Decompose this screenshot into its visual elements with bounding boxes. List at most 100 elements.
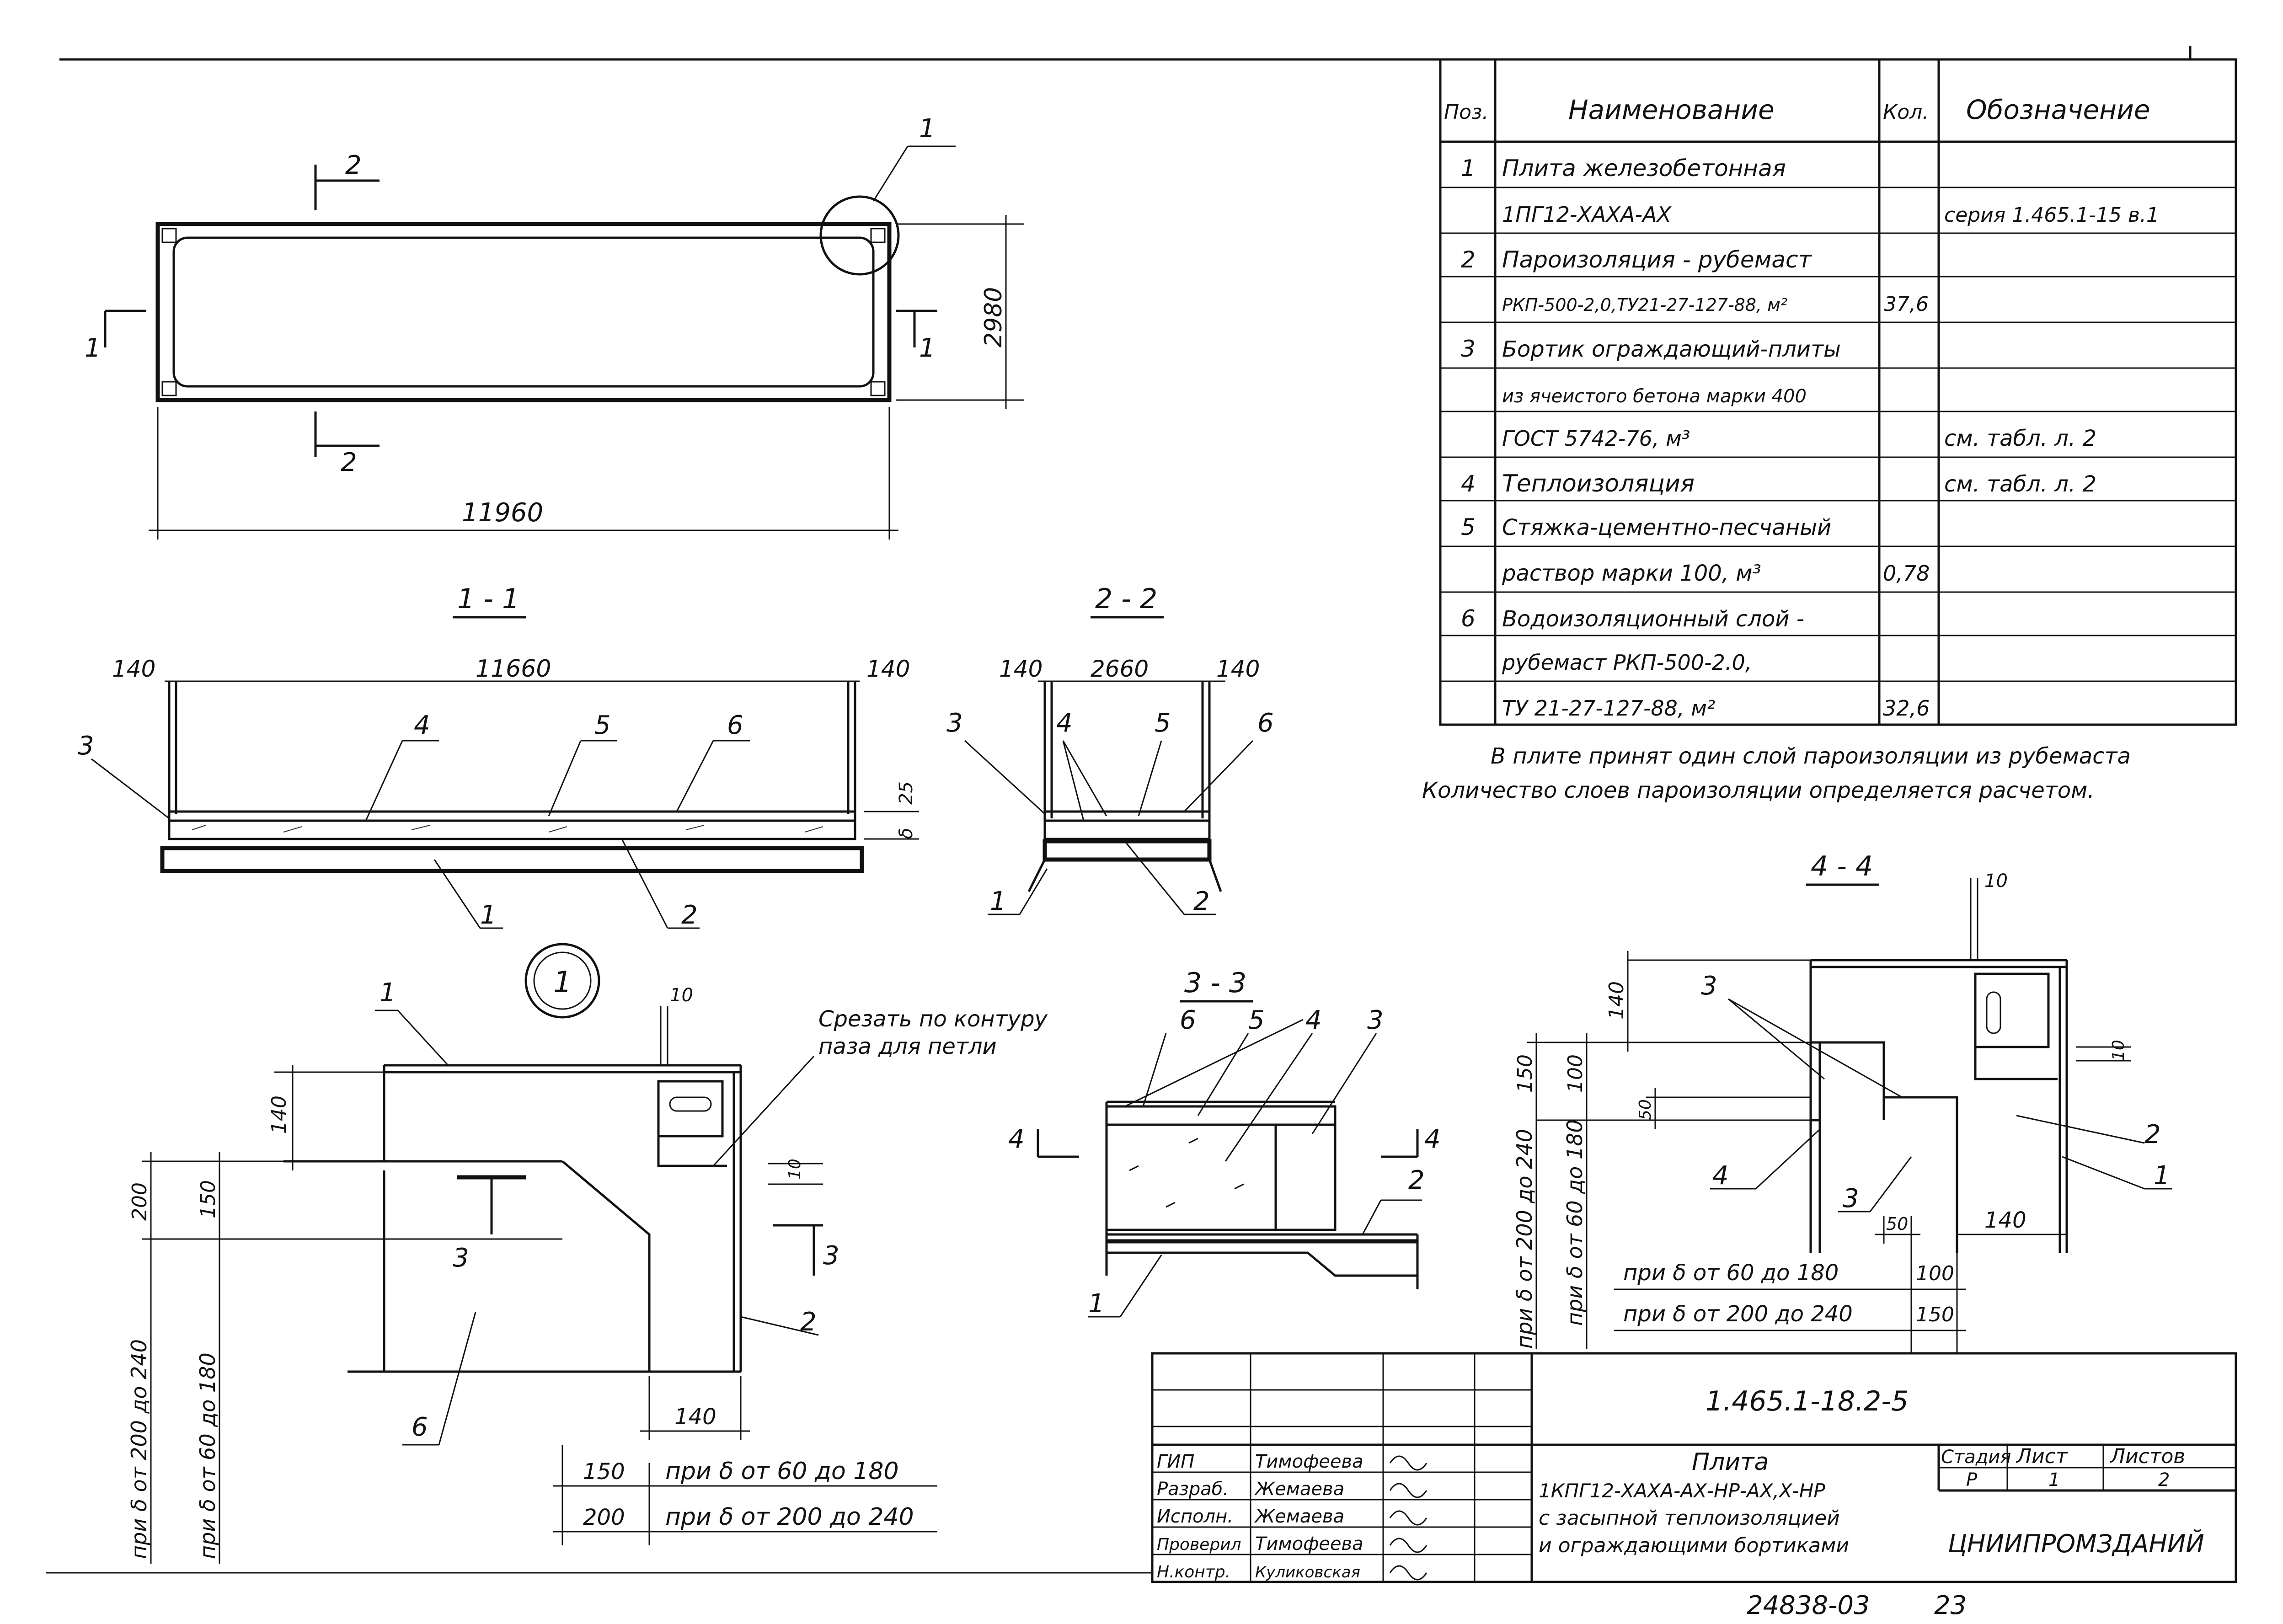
- label-section-1-1-labels-0: 3: [78, 731, 94, 761]
- label-section-1-1-dim-25: 25: [896, 781, 917, 805]
- spec-header-name: Наименование: [1568, 94, 1775, 125]
- plan-dim-length: 11960: [462, 498, 543, 528]
- spec-row: 4 Теплоизоляция см. табл. л. 2: [1461, 470, 2096, 497]
- detail-1-cut-note-1: Срезать по контуру: [818, 1006, 1048, 1032]
- label-section-4-4-dim-100: 100: [1564, 1054, 1587, 1093]
- label-detail-1-dim-10: 10: [786, 1159, 804, 1180]
- signature-mark: [1389, 1565, 1428, 1581]
- label-title-block-names-3: Тимофеева: [1255, 1533, 1363, 1555]
- spec-header-pos: Поз.: [1444, 101, 1488, 124]
- label-title-block-names-1: Жемаева: [1254, 1479, 1344, 1500]
- label-title-block-names-0: Тимофеева: [1255, 1451, 1363, 1472]
- label-title-block-sheets: 2: [2158, 1469, 2170, 1490]
- label-detail-1-label-6: 6: [412, 1412, 428, 1442]
- label-detail-1-table-150: 150: [583, 1459, 625, 1485]
- plan-inner-contour: [172, 236, 875, 388]
- label-section-1-1-labels-5: 2: [681, 900, 698, 930]
- label-detail-1-dim-140b: 140: [674, 1404, 716, 1430]
- label-spec-table-rows-7-name: Теплоизоляция: [1502, 470, 1695, 497]
- plan-outline: [155, 222, 892, 402]
- label-spec-table-rows-2-name: Пароизоляция - рубемаст: [1502, 246, 1812, 273]
- label-section-4-4-dim-10-right: 10: [2109, 1040, 2128, 1061]
- signature-mark: [1389, 1483, 1428, 1498]
- plan-dim-width: 2980: [980, 287, 1007, 347]
- label-section-4-4-dim-50: 50: [1636, 1099, 1655, 1120]
- label-title-block-names-4: Куликовская: [1255, 1563, 1360, 1581]
- label-spec-table-rows-1-name: 1ПГ12-ХАХА-АХ: [1502, 202, 1672, 227]
- title-block: 1.465.1-18.2-5 ГИП Разраб. Исполн. Прове…: [1151, 1352, 2237, 1583]
- plan-mark-1-left: 1: [85, 333, 101, 363]
- label-section-2-2-labels-1: 4: [1056, 708, 1073, 738]
- label-section-4-4-row2-val: 150: [1916, 1303, 1954, 1326]
- spec-header-qty: Кол.: [1883, 101, 1929, 124]
- detail-1-table-row-2: при δ от 200 до 240: [665, 1503, 914, 1531]
- spec-row: 2 Пароизоляция - рубемаст: [1461, 246, 1812, 273]
- spec-row: рубемаст РКП-500-2.0,: [1502, 650, 1752, 675]
- label-title-block-names-2: Жемаева: [1254, 1506, 1344, 1527]
- section-4-4: 4 - 4 10 140 150 100 50 при δ от 200 до …: [1512, 850, 2172, 1353]
- label-spec-table-rows-1-designation: серия 1.465.1-15 в.1: [1944, 203, 2159, 227]
- label-detail-1-table-200: 200: [583, 1505, 625, 1530]
- label-detail-1-dim-140: 140: [267, 1095, 291, 1134]
- label-section-1-1-labels-2: 5: [594, 710, 611, 740]
- section-3-3-title: 3 - 3: [1184, 967, 1246, 999]
- label-detail-1-section-mark: 3: [453, 1243, 469, 1273]
- label-section-4-4-dim-140: 140: [1605, 981, 1628, 1020]
- label-title-block-sheets-label: Листов: [2109, 1445, 2185, 1468]
- label-title-block-roles-3: Проверил: [1157, 1535, 1241, 1554]
- label-section-3-3-mark-left: 4: [1008, 1124, 1025, 1154]
- label-spec-table-rows-7-designation: см. табл. л. 2: [1944, 471, 2096, 497]
- section-1-1-fill-layer: [168, 819, 856, 840]
- label-spec-table-rows-6-name: ГОСТ 5742-76, м³: [1502, 426, 1690, 451]
- label-spec-table-rows-6-designation: см. табл. л. 2: [1944, 426, 2096, 451]
- label-title-block-roles-1: Разраб.: [1157, 1479, 1229, 1500]
- label-title-block-sheet: 1: [2048, 1469, 2060, 1490]
- label-detail-1-section-mark: 3: [823, 1241, 839, 1271]
- title-block-org: ЦНИИПРОМЗДАНИЙ: [1948, 1529, 2204, 1558]
- spec-row: 1ПГ12-ХАХА-АХ серия 1.465.1-15 в.1: [1502, 202, 2159, 227]
- detail-1-callout: [524, 943, 600, 1019]
- label-section-1-1-dim-delta: δ: [896, 828, 917, 839]
- spec-header-designation: Обозначение: [1966, 94, 2150, 125]
- label-section-2-2-dim-right: 140: [1216, 656, 1260, 682]
- label-section-1-1-labels-4: 1: [480, 900, 497, 930]
- label-detail-1-leader-1: 1: [380, 978, 396, 1008]
- label-spec-table-rows-3-qty: 37,6: [1884, 293, 1929, 316]
- label-section-3-3-labels-4: 2: [1408, 1165, 1425, 1195]
- page-number: 23: [1934, 1591, 1967, 1620]
- label-section-1-1-dim-right: 140: [866, 656, 910, 682]
- label-title-block-roles-2: Исполн.: [1157, 1506, 1233, 1527]
- detail-1-cut-note-2: паза для петли: [818, 1034, 997, 1059]
- label-section-2-2-labels-5: 2: [1193, 887, 1210, 916]
- label-section-2-2-labels-3: 6: [1257, 708, 1274, 738]
- section-1-1-title: 1 - 1: [457, 583, 519, 615]
- section-1-1-slab: [160, 846, 864, 873]
- section-3-3-screed: [1105, 1105, 1337, 1126]
- label-section-4-4-label-3b: 3: [1843, 1184, 1859, 1213]
- label-title-block-stage-label: Стадия: [1941, 1447, 2011, 1468]
- label-title-block-sheet-label: Лист: [2016, 1445, 2068, 1468]
- spec-row: ГОСТ 5742-76, м³ см. табл. л. 2: [1502, 426, 2096, 451]
- section-2-2-slab: [1043, 839, 1212, 862]
- label-spec-table-rows-8-pos: 5: [1461, 514, 1476, 540]
- label-section-4-4-label-1: 1: [2154, 1161, 2170, 1191]
- label-spec-table-rows-12-qty: 32,6: [1883, 696, 1930, 721]
- label-section-1-1-dim-left: 140: [112, 656, 155, 682]
- section-1-1-dim-main: 11660: [476, 655, 551, 683]
- label-section-4-4-label-2: 2: [2144, 1120, 2161, 1149]
- label-section-4-4-dim-10-top: 10: [1984, 871, 2008, 892]
- label-spec-table-rows-10-name: Водоизоляционный слой -: [1502, 606, 1804, 632]
- label-detail-1-label-2: 2: [800, 1307, 817, 1337]
- section-4-4-row-1: при δ от 60 до 180: [1623, 1260, 1839, 1286]
- label-section-4-4-label-4: 4: [1712, 1161, 1729, 1191]
- label-section-2-2-labels-0: 3: [946, 708, 963, 738]
- label-section-4-4-label-3a: 3: [1701, 971, 1717, 1001]
- label-spec-table-rows-11-name: рубемаст РКП-500-2.0,: [1502, 650, 1752, 675]
- label-spec-table-rows-10-pos: 6: [1461, 605, 1476, 632]
- section-4-4-title: 4 - 4: [1811, 850, 1873, 882]
- label-detail-1-callout: 1: [553, 966, 572, 999]
- label-section-2-2-dim-left: 140: [999, 656, 1043, 682]
- label-spec-table-rows-7-pos: 4: [1461, 470, 1476, 497]
- label-spec-table-rows-0-pos: 1: [1461, 155, 1476, 182]
- label-detail-1-dim-10: 10: [670, 985, 693, 1006]
